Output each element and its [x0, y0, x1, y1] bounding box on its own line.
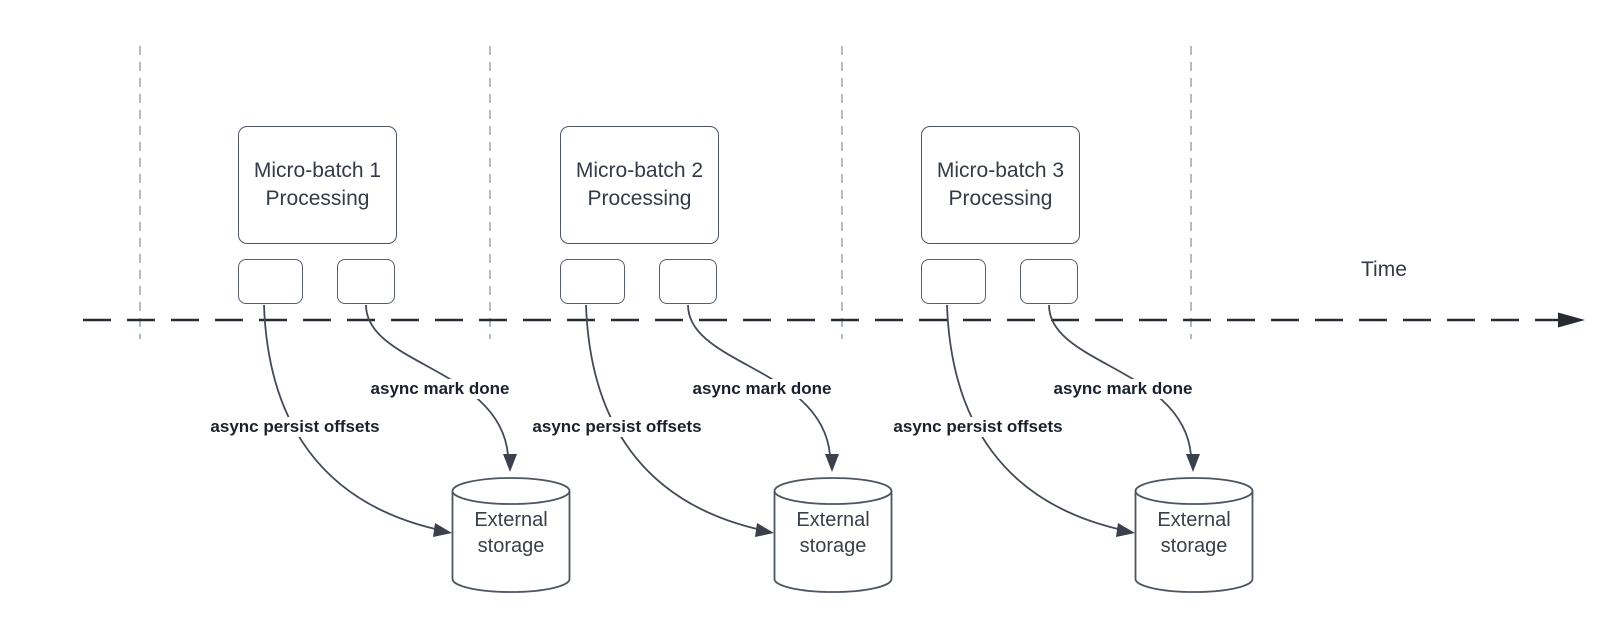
external-storage-line1: External — [796, 509, 870, 531]
persist-offsets-arrow-curve — [946, 304, 1128, 532]
section-3-graphics — [946, 304, 1254, 593]
async-mark-done-label: async mark done — [367, 379, 513, 399]
microbatch-3-processing-box: Micro-batch 3 Processing — [921, 126, 1080, 244]
persist-offsets-arrow-curve — [585, 304, 767, 532]
persist-offsets-arrowhead-icon — [433, 523, 452, 537]
storage-cylinder-body — [451, 491, 571, 593]
microbatch-box-title: Micro-batch 1 — [253, 159, 382, 182]
commit-task-box — [337, 259, 395, 304]
microbatch-2-processing-box: Micro-batch 2 Processing — [560, 126, 719, 244]
external-storage-line1: External — [474, 509, 548, 531]
section-1-graphics — [263, 304, 571, 593]
microbatch-box-subtitle: Processing — [265, 187, 370, 210]
mark-done-arrowhead-icon — [825, 454, 839, 472]
storage-cylinder-top — [1134, 477, 1254, 505]
external-storage-line2: storage — [799, 535, 867, 557]
commit-task-box — [659, 259, 717, 304]
offset-task-box — [238, 259, 303, 304]
mark-done-arrow-curve — [1048, 304, 1192, 456]
microbatch-box-subtitle: Processing — [587, 187, 692, 210]
mark-done-arrow-curve — [687, 304, 831, 456]
storage-cylinder-top — [451, 477, 571, 505]
microbatch-section-2: Micro-batch 2 Processing async persist o… — [322, 0, 942, 642]
storage-cylinder-body — [773, 491, 893, 593]
timeline-arrowhead-icon — [1558, 312, 1585, 328]
microbatch-section-1: Micro-batch 1 Processing async persist o… — [0, 0, 620, 642]
mark-done-arrow-curve — [365, 304, 509, 456]
microbatch-box-title: Micro-batch 3 — [936, 159, 1065, 182]
commit-task-box — [1020, 259, 1078, 304]
external-storage-label: External storage — [774, 477, 892, 589]
section-2-graphics — [585, 304, 893, 593]
offset-task-box — [560, 259, 625, 304]
persist-offsets-arrow-curve — [263, 304, 445, 532]
external-storage-line1: External — [1157, 509, 1231, 531]
microbatch-box-subtitle: Processing — [948, 187, 1053, 210]
mark-done-arrowhead-icon — [503, 454, 517, 472]
external-storage-line2: storage — [477, 535, 545, 557]
external-storage-label: External storage — [452, 477, 570, 589]
persist-offsets-arrowhead-icon — [755, 523, 774, 537]
async-mark-done-label: async mark done — [1050, 379, 1196, 399]
offset-task-box — [921, 259, 986, 304]
external-storage-label: External storage — [1135, 477, 1253, 589]
async-mark-done-label: async mark done — [689, 379, 835, 399]
microbatch-section-3: Micro-batch 3 Processing async persist o… — [683, 0, 1303, 642]
async-persist-offsets-label: async persist offsets — [890, 417, 1066, 437]
microbatch-1-processing-box: Micro-batch 1 Processing — [238, 126, 397, 244]
time-axis-label: Time — [1361, 258, 1407, 281]
async-persist-offsets-label: async persist offsets — [529, 417, 705, 437]
async-persist-offsets-label: async persist offsets — [207, 417, 383, 437]
storage-cylinder-body — [1134, 491, 1254, 593]
microbatch-box-title: Micro-batch 2 — [575, 159, 704, 182]
storage-cylinder-top — [773, 477, 893, 505]
mark-done-arrowhead-icon — [1186, 454, 1200, 472]
persist-offsets-arrowhead-icon — [1116, 523, 1135, 537]
external-storage-line2: storage — [1160, 535, 1228, 557]
